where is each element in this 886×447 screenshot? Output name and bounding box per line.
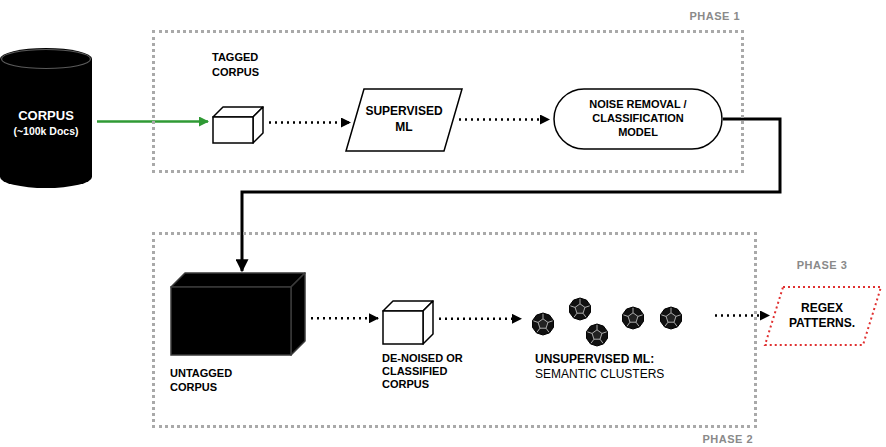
box-side <box>423 301 433 344</box>
corpus-box: DE-NOISED OR CLASSIFIED CORPUS <box>378 296 470 408</box>
connector <box>715 314 769 317</box>
icon-edge <box>587 332 592 334</box>
icon-edge <box>671 308 672 313</box>
icon-edge <box>638 315 643 317</box>
icon-edge <box>627 322 630 326</box>
text-group: UNSUPERVISED ML:SEMANTIC CLUSTERS <box>535 352 725 382</box>
icon-edge <box>636 322 639 326</box>
cylinder-body <box>0 48 92 188</box>
output-parallelogram: PHASE 3 REGEX PATTERNS. <box>760 258 884 348</box>
icon-edge <box>665 322 668 326</box>
pill-outline <box>554 89 722 149</box>
connector <box>311 317 378 320</box>
text-group: TAGGED CORPUS <box>212 50 278 80</box>
icon-body <box>570 298 591 320</box>
parallelogram-outline <box>346 89 462 151</box>
icon-edge <box>591 339 594 343</box>
node-title: CORPUS <box>18 108 74 124</box>
cylinder-rim <box>2 50 91 69</box>
cluster-subtitle: SEMANTIC CLUSTERS <box>535 367 664 382</box>
shape-outline <box>170 272 306 356</box>
box-front <box>171 287 291 355</box>
phase-region: PHASE 2UNTAGGED CORPUSDE-NOISED OR CLASS… <box>152 232 757 428</box>
icon-body <box>623 307 644 329</box>
corpus-box: UNTAGGED CORPUS <box>165 268 315 398</box>
icon-edge <box>623 315 628 317</box>
icon-edge <box>583 313 586 317</box>
corpus-cylinder: CORPUS(~100k Docs) <box>0 48 92 188</box>
box-side <box>253 107 263 143</box>
connector <box>459 118 549 121</box>
icon-edge <box>574 313 577 317</box>
icon-edge <box>548 321 553 323</box>
icon-edge <box>546 328 549 332</box>
icon-edge <box>597 325 598 330</box>
dodecahedron-icon <box>587 324 608 346</box>
parallelogram-outline <box>765 287 881 345</box>
shape-outline <box>382 300 434 345</box>
icon-face <box>628 313 638 322</box>
icon-edge <box>674 322 677 326</box>
cluster-title: UNSUPERVISED ML: <box>535 352 654 367</box>
model-label: NOISE REMOVAL / CLASSIFICATION MODEL <box>579 98 697 139</box>
icon-edge <box>570 306 575 308</box>
process-label: SUPERVISED ML <box>364 104 444 135</box>
phase-label: PHASE 2 <box>702 433 753 447</box>
text-group: UNTAGGED CORPUS <box>170 366 250 395</box>
corpus-box: TAGGED CORPUS <box>208 50 280 145</box>
text-group: PHASE 1 <box>572 9 740 25</box>
box-label: UNTAGGED CORPUS <box>170 366 250 395</box>
text-group: DE-NOISED OR CLASSIFIED CORPUS <box>382 352 466 392</box>
icon-edge <box>633 308 634 313</box>
icon-body <box>533 313 554 335</box>
icon-face <box>666 313 676 322</box>
icon-body <box>587 324 608 346</box>
icon-face <box>575 304 585 313</box>
icon-face <box>592 330 602 339</box>
text-group: REGEX PATTERNS. <box>780 288 864 344</box>
text-group: NOISE REMOVAL / CLASSIFICATION MODEL <box>579 92 697 146</box>
box-front <box>383 311 423 344</box>
box-label: DE-NOISED OR CLASSIFIED CORPUS <box>382 352 466 392</box>
node-subtitle: (~100k Docs) <box>13 125 78 138</box>
box-front <box>213 117 253 143</box>
output-label: REGEX PATTERNS. <box>780 301 864 331</box>
model-pill: NOISE REMOVAL / CLASSIFICATION MODEL <box>553 88 723 150</box>
icon-edge <box>537 328 540 332</box>
cluster-group: UNSUPERVISED ML:SEMANTIC CLUSTERS <box>525 282 730 386</box>
phase-label: PHASE 3 <box>797 259 848 273</box>
box-top <box>171 273 305 287</box>
icon-edge <box>661 315 666 317</box>
icon-body <box>661 307 682 329</box>
text-group: PHASE 3 <box>760 258 884 274</box>
dodecahedron-icon <box>570 298 591 320</box>
icon-edge <box>543 314 544 319</box>
icon-edge <box>602 332 607 334</box>
phase-region: PHASE 1TAGGED CORPUSSUPERVISED MLNOISE R… <box>152 30 744 173</box>
text-group: SUPERVISED ML <box>364 92 444 148</box>
icon-face <box>538 319 548 328</box>
connector <box>269 121 350 124</box>
icon-edge <box>533 321 538 323</box>
icon-edge <box>580 299 581 304</box>
dodecahedron-icon <box>661 307 682 329</box>
phase-label: PHASE 1 <box>689 10 740 24</box>
connector <box>439 318 521 321</box>
icon-edge <box>600 339 603 343</box>
icon-edge <box>585 306 590 308</box>
process-parallelogram: SUPERVISED ML <box>345 88 463 152</box>
shape-outline <box>212 106 264 144</box>
text-group: PHASE 2 <box>582 432 753 447</box>
box-label: TAGGED CORPUS <box>212 50 278 80</box>
box-side <box>291 273 305 355</box>
icon-edge <box>676 315 681 317</box>
shape-outline <box>525 282 710 348</box>
dodecahedron-icon <box>623 307 644 329</box>
text-group: CORPUS(~100k Docs) <box>2 68 90 178</box>
dodecahedron-icon <box>533 313 554 335</box>
